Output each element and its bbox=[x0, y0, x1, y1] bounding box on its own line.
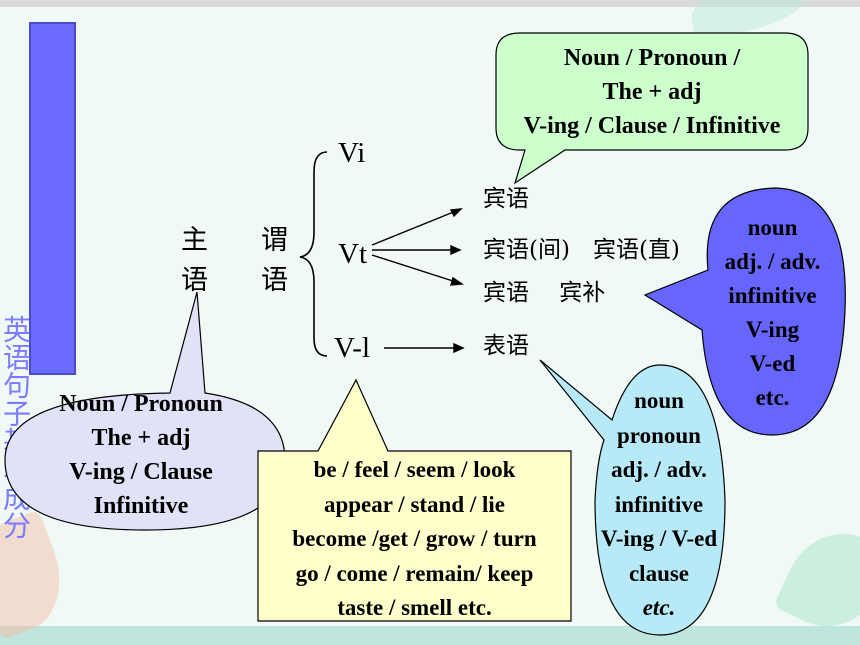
predicative-bubble-line: V-ing / V-ed bbox=[600, 526, 718, 551]
linking-verbs-text: be / feel / seem / look appear / stand /… bbox=[258, 453, 571, 626]
verb-vt: Vt bbox=[338, 238, 367, 270]
linking-verbs-line: become /get / grow / turn bbox=[292, 526, 537, 551]
green-bubble-line: V-ing / Clause / Infinitive bbox=[523, 113, 781, 139]
linking-verbs-line: appear / stand / lie bbox=[323, 491, 506, 517]
predicative-bubble-line: etc. bbox=[642, 595, 676, 620]
predicate-char-1: 谓 bbox=[261, 225, 288, 256]
predicative-bubble-line: pronoun bbox=[617, 422, 701, 448]
subject-bubble-line: Noun / Pronoun bbox=[59, 391, 223, 417]
purple-bubble-text: noun adj. / adv. infinitive V-ing V-ed e… bbox=[700, 211, 845, 415]
yellow-box bbox=[257, 378, 572, 622]
predicative-bubble-line: clause bbox=[628, 560, 690, 586]
subject-bubble-line: V-ing / Clause bbox=[69, 459, 213, 485]
green-bubble bbox=[495, 32, 809, 185]
subject-bubble-text: Noun / Pronoun The + adj V-ing / Clause … bbox=[5, 387, 277, 523]
purple-bubble-line: V-ed bbox=[749, 351, 796, 376]
indirect-direct-object-label: 宾语(间) 宾语(直) bbox=[483, 237, 680, 263]
linking-verbs-line: go / come / remain/ keep bbox=[295, 560, 534, 586]
brace bbox=[299, 151, 328, 357]
purple-bubble-line: infinitive bbox=[728, 283, 817, 308]
lilac-bubble bbox=[4, 291, 286, 531]
object-label: 宾语 bbox=[483, 186, 529, 212]
purple-bubble bbox=[643, 187, 846, 436]
cyan-bubble bbox=[539, 359, 726, 636]
green-bubble-line: Noun / Pronoun / bbox=[563, 45, 741, 71]
green-bubble-line: The + adj bbox=[602, 79, 702, 105]
purple-bubble-line: V-ing bbox=[745, 317, 800, 342]
predicate-char-2: 语 bbox=[261, 265, 288, 296]
purple-bubble-line: noun bbox=[747, 215, 798, 240]
predicative-bubble-line: adj. / adv. bbox=[611, 457, 707, 482]
green-bubble-text: Noun / Pronoun / The + adj V-ing / Claus… bbox=[496, 41, 808, 143]
subject-bubble-line: The + adj bbox=[91, 425, 191, 451]
subject-bubble-line: Infinitive bbox=[93, 493, 189, 519]
title-bar bbox=[29, 22, 76, 375]
predicative-bubble-line: infinitive bbox=[614, 491, 704, 517]
verb-vl: V-l bbox=[334, 332, 370, 364]
linking-verbs-line: be / feel / seem / look bbox=[313, 457, 516, 482]
predicative-bubble-text: noun pronoun adj. / adv. infinitive V-in… bbox=[586, 384, 732, 626]
object-complement-label: 宾语 宾补 bbox=[483, 280, 606, 306]
top-border bbox=[0, 0, 860, 7]
purple-bubble-line: etc. bbox=[755, 385, 790, 410]
subject-char-1: 主 bbox=[181, 225, 208, 256]
subject-char-2: 语 bbox=[181, 265, 208, 296]
predicative-bubble-line: noun bbox=[634, 388, 684, 413]
predicative-label: 表语 bbox=[483, 333, 529, 359]
arrows bbox=[371, 208, 465, 354]
linking-verbs-line: taste / smell etc. bbox=[337, 595, 492, 620]
verb-vi: Vi bbox=[338, 137, 366, 169]
purple-bubble-line: adj. / adv. bbox=[724, 249, 821, 274]
